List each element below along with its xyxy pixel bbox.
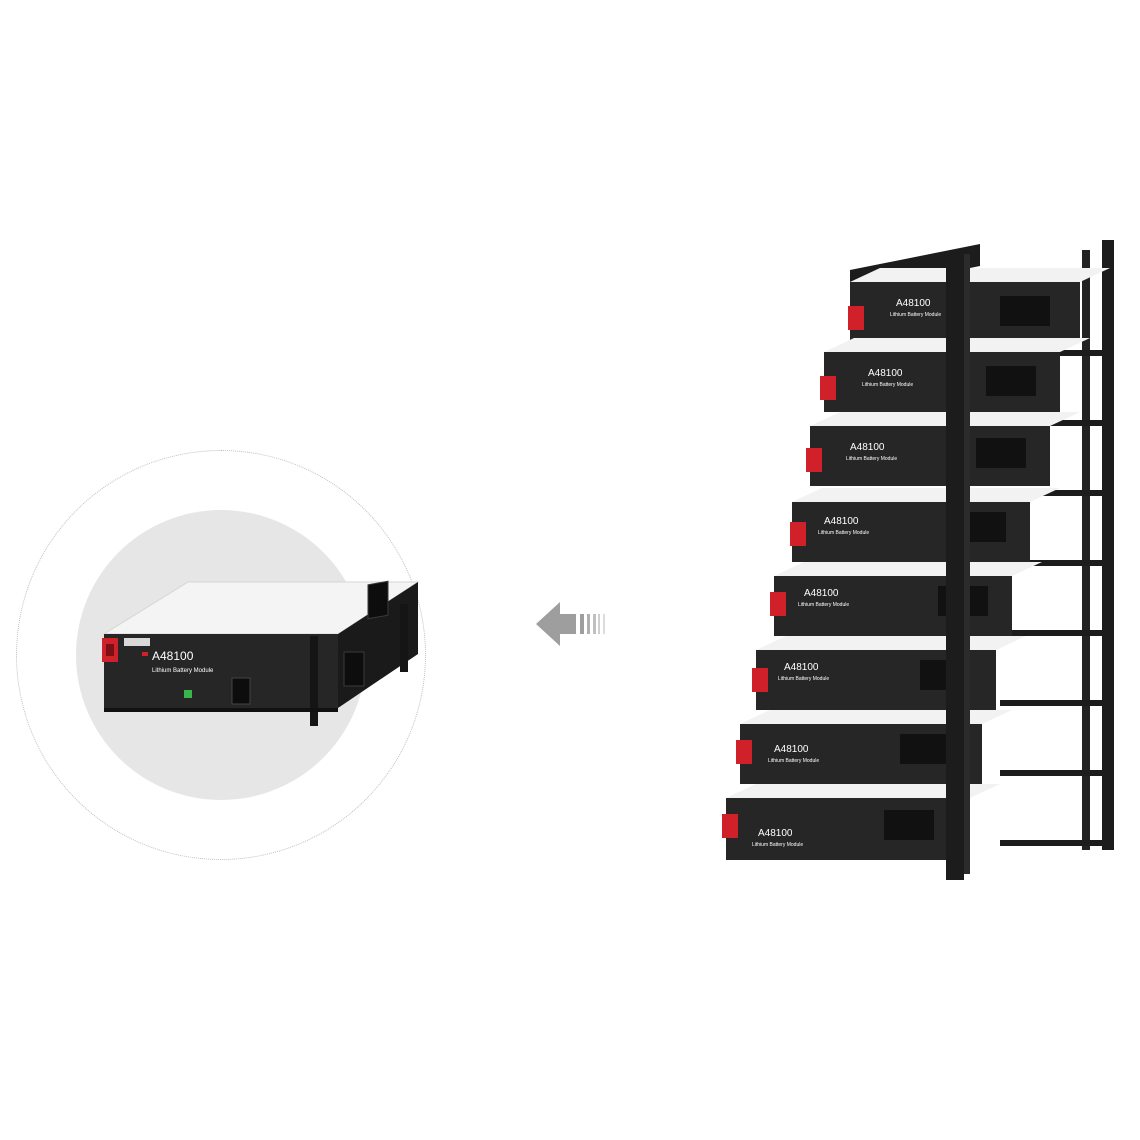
rack-module-6: A48100 Lithium Battery Module [752,636,1026,710]
rack-module-5: A48100 Lithium Battery Module [770,562,1042,636]
svg-text:A48100: A48100 [804,588,839,599]
svg-text:A48100: A48100 [758,828,793,839]
svg-text:A48100: A48100 [774,744,809,755]
svg-text:A48100: A48100 [850,442,885,453]
rack-module-8: A48100 Lithium Battery Module [722,784,1000,860]
rack-module-2: A48100 Lithium Battery Module [820,338,1090,412]
battery-rack-assembly: A48100 Lithium Battery Module A48100 Lit… [722,240,1114,880]
single-battery-module: A48100 Lithium Battery Module [102,580,420,726]
svg-text:Lithium Battery Module: Lithium Battery Module [768,758,819,764]
svg-text:Lithium Battery Module: Lithium Battery Module [846,456,897,462]
svg-text:A48100: A48100 [784,662,819,673]
svg-text:Lithium Battery Module: Lithium Battery Module [890,312,941,318]
svg-text:Lithium Battery Module: Lithium Battery Module [778,676,829,682]
single-module-subtitle-text: Lithium Battery Module [152,668,214,674]
single-module-model-text: A48100 [152,649,194,663]
svg-text:Lithium Battery Module: Lithium Battery Module [818,530,869,536]
svg-text:Lithium Battery Module: Lithium Battery Module [798,602,849,608]
svg-text:A48100: A48100 [896,298,931,309]
svg-text:A48100: A48100 [868,368,903,379]
rack-module-7: A48100 Lithium Battery Module [736,710,1012,784]
rack-module-3: A48100 Lithium Battery Module [806,412,1080,486]
svg-text:Lithium Battery Module: Lithium Battery Module [752,842,803,848]
svg-text:A48100: A48100 [824,516,859,527]
rack-module-1: A48100 Lithium Battery Module [848,268,1110,342]
rack-module-4: A48100 Lithium Battery Module [790,488,1060,562]
dotted-circle-outline [16,450,426,860]
left-arrow-icon [536,602,605,646]
svg-text:Lithium Battery Module: Lithium Battery Module [862,382,913,388]
